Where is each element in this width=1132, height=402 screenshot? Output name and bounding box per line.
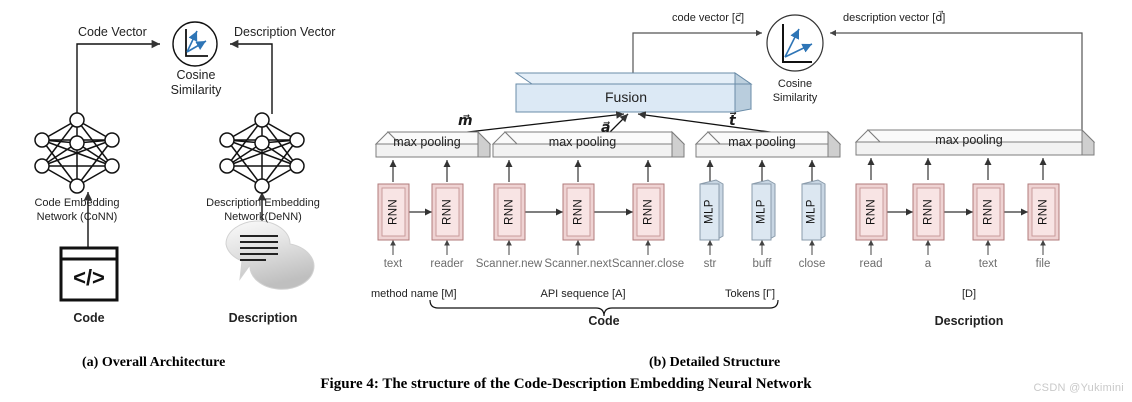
code-embedding-network-label-line2: Network (CoNN) — [36, 211, 118, 223]
fusion-label: Fusion — [604, 89, 648, 105]
unit-to-pooling-arrows — [389, 158, 1047, 182]
figure-caption: Figure 4: The structure of the Code-Desc… — [320, 376, 812, 392]
description-embedding-network-label-line1: Description Embedding — [206, 197, 320, 209]
unit-label-rnn-8: RNN — [982, 198, 995, 226]
fusion-slab — [514, 72, 753, 113]
input-label-4: Scanner.next — [544, 258, 612, 270]
unit-boxes — [377, 179, 1060, 241]
unit-label-rnn-3: RNN — [503, 198, 516, 226]
max-pooling-slab-3 — [694, 130, 842, 158]
code-icon-label: Code — [73, 311, 105, 325]
input-label-11: text — [978, 258, 998, 270]
max-pooling-label-1: max pooling — [393, 135, 461, 149]
unit-label-rnn-7: RNN — [922, 198, 935, 226]
group-label-description-bracket: [D] — [961, 288, 977, 300]
code-embedding-network-graph — [34, 112, 120, 194]
vector-t-label: t⃗ — [729, 112, 736, 128]
description-vector-label-a: Description Vector — [234, 25, 336, 39]
unit-label-rnn-4: RNN — [572, 198, 585, 226]
input-label-3: Scanner.new — [475, 258, 543, 270]
input-label-7: buff — [752, 258, 772, 270]
watermark: CSDN @Yukimini — [1033, 382, 1124, 394]
code-group-brace — [429, 299, 779, 317]
max-pooling-label-2: max pooling — [548, 135, 617, 149]
cosine-similarity-label-a-line2: Similarity — [170, 83, 222, 97]
svg-text:</>: </> — [73, 265, 105, 290]
cosine-similarity-label-b-line2: Similarity — [772, 92, 818, 104]
max-pooling-slab-1 — [374, 130, 492, 158]
unit-label-mlp-2: MLP — [755, 199, 768, 225]
group-label-tokens: Tokens [Γ] — [725, 288, 776, 300]
description-group-label: Description — [934, 314, 1004, 328]
unit-label-rnn-2: RNN — [441, 198, 454, 226]
code-embedding-network-label-line1: Code Embedding — [34, 197, 120, 209]
group-label-method-name: method name [M] — [371, 288, 457, 300]
vector-a-label: a⃗ — [601, 119, 611, 135]
max-pooling-label-4: max pooling — [935, 133, 1003, 147]
unit-label-rnn-9: RNN — [1037, 198, 1050, 226]
code-vector-label-a: Code Vector — [78, 25, 147, 39]
unit-label-mlp-3: MLP — [805, 199, 818, 225]
code-vector-connector — [632, 29, 762, 82]
input-label-5: Scanner.close — [611, 258, 685, 270]
code-group-label: Code — [588, 314, 620, 328]
unit-label-rnn-1: RNN — [387, 198, 400, 226]
max-pooling-slab-2 — [491, 130, 686, 158]
input-label-2: reader — [430, 258, 464, 270]
unit-label-mlp-1: MLP — [703, 199, 716, 225]
code-vector-label-b: code vector [c⃗] — [672, 12, 745, 24]
cosine-similarity-label-b-line1: Cosine — [777, 78, 813, 90]
description-icon — [225, 220, 315, 290]
code-icon: </> — [59, 246, 119, 302]
description-vector-connector — [830, 29, 1083, 135]
cosine-similarity-icon-b — [766, 14, 824, 72]
input-label-6: str — [703, 258, 717, 270]
input-label-1: text — [383, 258, 403, 270]
input-label-10: a — [924, 258, 932, 270]
max-pooling-slab-4 — [854, 128, 1096, 156]
subcaption-b: (b) Detailed Structure — [649, 355, 781, 370]
subcaption-a: (a) Overall Architecture — [82, 355, 226, 370]
max-pooling-label-3: max pooling — [728, 135, 796, 149]
description-vector-label-b: description vector [d⃗] — [843, 12, 946, 24]
description-embedding-network-label-line2: Network(DeNN) — [224, 211, 302, 223]
cosine-similarity-label-a-line1: Cosine — [176, 68, 216, 82]
description-embedding-network-graph — [219, 112, 305, 194]
vector-m-label: m⃗ — [458, 112, 473, 128]
unit-label-rnn-5: RNN — [642, 198, 655, 226]
input-label-8: close — [798, 258, 826, 270]
group-label-api-sequence: API sequence [A] — [540, 288, 626, 300]
cosine-similarity-icon-a — [172, 21, 218, 67]
input-label-12: file — [1035, 258, 1051, 270]
description-icon-label: Description — [228, 311, 298, 325]
input-to-unit-arrows — [390, 240, 1046, 255]
unit-label-rnn-6: RNN — [865, 198, 878, 226]
input-label-9: read — [859, 258, 883, 270]
